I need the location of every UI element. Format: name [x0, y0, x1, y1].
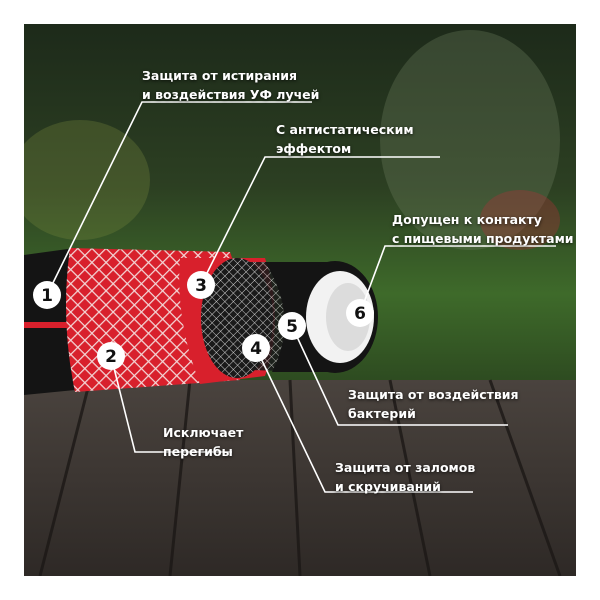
feature-4-line1: Защита от заломов	[335, 460, 476, 475]
marker-4: 4	[250, 339, 262, 359]
feature-6-label: Допущен к контакту с пищевыми продуктами	[392, 210, 574, 248]
marker-6: 6	[354, 304, 366, 324]
feature-2-line2: перегибы	[163, 444, 233, 459]
feature-1-line1: Защита от истирания	[142, 68, 298, 83]
feature-5-line2: бактерий	[348, 406, 416, 421]
marker-2: 2	[105, 347, 117, 367]
feature-1-label: Защита от истирания и воздействия УФ луч…	[142, 66, 319, 104]
feature-3-line1: С антистатическим	[276, 122, 414, 137]
marker-5: 5	[286, 317, 298, 337]
feature-6-line1: Допущен к контакту	[392, 212, 542, 227]
feature-4-line2: и скручиваний	[335, 479, 441, 494]
feature-5-line1: Защита от воздействия	[348, 387, 519, 402]
feature-1-line2: и воздействия УФ лучей	[142, 87, 320, 102]
hose-infographic: 1 2 3 4 5 6 Защита от истирания и воздей…	[24, 24, 576, 576]
feature-5-label: Защита от воздействия бактерий	[348, 385, 519, 423]
feature-3-label: С антистатическим эффектом	[276, 120, 414, 158]
feature-6-line2: с пищевыми продуктами	[392, 231, 574, 246]
wooden-deck	[24, 380, 576, 576]
feature-4-label: Защита от заломов и скручиваний	[335, 458, 475, 496]
feature-3-line2: эффектом	[276, 141, 352, 156]
callout-lines	[46, 101, 556, 493]
marker-3: 3	[195, 276, 207, 296]
background-and-hose: 1 2 3 4 5 6	[24, 24, 576, 576]
marker-1: 1	[41, 286, 53, 306]
feature-2-line1: Исключает	[163, 425, 244, 440]
number-markers: 1 2 3 4 5 6	[33, 271, 374, 370]
feature-2-label: Исключает перегибы	[163, 423, 243, 461]
